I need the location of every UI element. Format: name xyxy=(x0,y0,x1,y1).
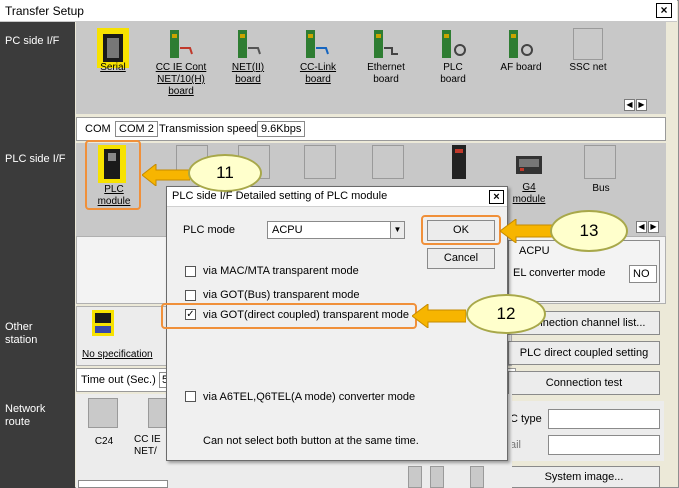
title-bar: Transfer Setup × xyxy=(0,0,677,22)
bus-icon[interactable] xyxy=(584,145,616,179)
g4-module-icon[interactable] xyxy=(514,152,544,178)
ethernet-board-icon[interactable] xyxy=(370,30,400,60)
plc-module-highlight xyxy=(85,140,141,210)
ail-label: ail xyxy=(510,439,522,451)
sidebar-plc-side-label: PLC side I/F xyxy=(5,153,66,165)
network-route-icon[interactable] xyxy=(470,466,484,488)
system-image-button[interactable]: System image... xyxy=(508,466,660,488)
pc-item-net2-label[interactable]: NET(II) board xyxy=(231,62,265,85)
pc-item-plc-label[interactable]: PLC board xyxy=(440,62,466,85)
no-spec-label[interactable]: No specification xyxy=(82,349,153,360)
sidebar-network-route-label: Network route xyxy=(5,403,46,428)
plc-module-detail-dialog: PLC side I/F Detailed setting of PLC mod… xyxy=(161,186,508,461)
com-label: COM xyxy=(85,123,111,135)
c24-label[interactable]: C24 xyxy=(94,436,114,447)
pc-item-ethernet-label[interactable]: Ethernet board xyxy=(367,62,405,85)
dialog-close-button[interactable]: × xyxy=(489,190,504,204)
connection-channel-list-button[interactable]: Connection channel list... xyxy=(508,311,660,335)
pc-item-af-label[interactable]: AF board xyxy=(500,62,542,73)
cancel-button[interactable]: Cancel xyxy=(427,248,495,269)
connection-test-button[interactable]: Connection test xyxy=(508,371,660,395)
comm-type-group: C type ail xyxy=(508,401,664,461)
plc-option-icon[interactable] xyxy=(372,145,404,179)
pc-scroll-left[interactable]: ◀ xyxy=(624,99,635,111)
dialog-title: PLC side I/F Detailed setting of PLC mod… xyxy=(172,190,388,202)
sidebar: PC side I/F PLC side I/F Other station N… xyxy=(0,22,75,488)
cpu-type-value: ACPU xyxy=(519,245,550,257)
ok-button[interactable]: OK xyxy=(427,220,495,241)
mac-mta-label: via MAC/MTA transparent mode xyxy=(203,265,359,277)
ccie-route-label[interactable]: CC IE NET/ xyxy=(134,434,161,457)
c-type-field[interactable] xyxy=(548,409,660,429)
c24-icon[interactable] xyxy=(88,398,118,428)
window-title: Transfer Setup xyxy=(5,4,84,18)
callout-12: 12 xyxy=(466,294,546,334)
a6tel-label: via A6TEL,Q6TEL(A mode) converter mode xyxy=(203,391,416,403)
plc-module-icon[interactable] xyxy=(96,145,130,183)
chevron-down-icon[interactable]: ▼ xyxy=(390,222,404,238)
pc-item-cclink-label[interactable]: CC-Link board xyxy=(299,62,337,85)
sidebar-pc-side-label: PC side I/F xyxy=(5,35,60,47)
com-value: COM 2 xyxy=(115,121,158,137)
speed-value: 9.6Kbps xyxy=(257,121,306,137)
speed-label: Transmission speed xyxy=(159,123,258,135)
plc-mode-value: ACPU xyxy=(272,224,303,236)
plc-direct-coupled-setting-button[interactable]: PLC direct coupled setting xyxy=(508,341,660,365)
got-direct-checkbox[interactable]: ✓ xyxy=(185,309,196,320)
pc-item-ssc-label[interactable]: SSC net xyxy=(569,62,607,73)
c-type-label: C type xyxy=(510,413,542,425)
no-spec-icon[interactable] xyxy=(92,310,116,338)
sidebar-other-station-label: Other station xyxy=(5,321,38,346)
network-route-icon[interactable] xyxy=(430,466,444,488)
plc-module-label[interactable]: PLC module xyxy=(97,184,131,207)
plc-cpu-icon[interactable] xyxy=(452,145,466,179)
dialog-title-bar: PLC side I/F Detailed setting of PLC mod… xyxy=(167,187,507,207)
network-route-icon[interactable] xyxy=(408,466,422,488)
arrow-11 xyxy=(141,162,191,188)
cclink-board-icon[interactable] xyxy=(302,30,332,60)
callout-13: 13 xyxy=(550,210,628,252)
ccie-board-icon[interactable] xyxy=(166,30,196,60)
got-direct-label: via GOT(direct coupled) transparent mode xyxy=(203,309,410,321)
g4-module-label[interactable]: G4 module xyxy=(512,182,546,205)
net2-board-icon[interactable] xyxy=(234,30,264,60)
dialog-note: Can not select both button at the same t… xyxy=(203,435,419,447)
got-bus-label: via GOT(Bus) transparent mode xyxy=(203,289,360,301)
plc-board-icon[interactable] xyxy=(438,30,468,60)
com-status-row: COM COM 2 Transmission speed 9.6Kbps xyxy=(76,117,666,141)
pc-item-ccie-label[interactable]: CC IE Cont NET/10(H) board xyxy=(155,62,207,97)
ssc-net-icon[interactable] xyxy=(573,28,603,60)
serial-port-icon[interactable] xyxy=(94,28,132,70)
plc-info-group: ACPU EL converter mode NO xyxy=(508,240,660,302)
arrow-13 xyxy=(499,218,553,244)
pc-scroll-right[interactable]: ▶ xyxy=(636,99,647,111)
plc-option-icon[interactable] xyxy=(304,145,336,179)
arrow-12 xyxy=(411,303,467,329)
timeout-label: Time out (Sec.) xyxy=(81,374,156,386)
pc-item-serial-label[interactable]: Serial xyxy=(100,62,126,73)
ail-field[interactable] xyxy=(548,435,660,455)
plc-mode-select[interactable]: ACPU ▼ xyxy=(267,221,405,239)
plc-scroll-right[interactable]: ▶ xyxy=(648,221,659,233)
ok-highlight xyxy=(421,215,501,245)
plc-scroll-left[interactable]: ◀ xyxy=(636,221,647,233)
plc-mode-label: PLC mode xyxy=(183,224,235,236)
bus-label[interactable]: Bus xyxy=(592,183,610,194)
network-scrollbar[interactable] xyxy=(78,480,168,488)
callout-11: 11 xyxy=(188,154,262,192)
got-bus-checkbox[interactable] xyxy=(185,290,196,301)
a6tel-checkbox[interactable] xyxy=(185,391,196,402)
mac-mta-checkbox[interactable] xyxy=(185,266,196,277)
converter-mode-label: EL converter mode xyxy=(513,267,606,279)
close-button[interactable]: × xyxy=(656,3,672,18)
converter-mode-value: NO xyxy=(629,265,657,283)
af-board-icon[interactable] xyxy=(505,30,535,60)
